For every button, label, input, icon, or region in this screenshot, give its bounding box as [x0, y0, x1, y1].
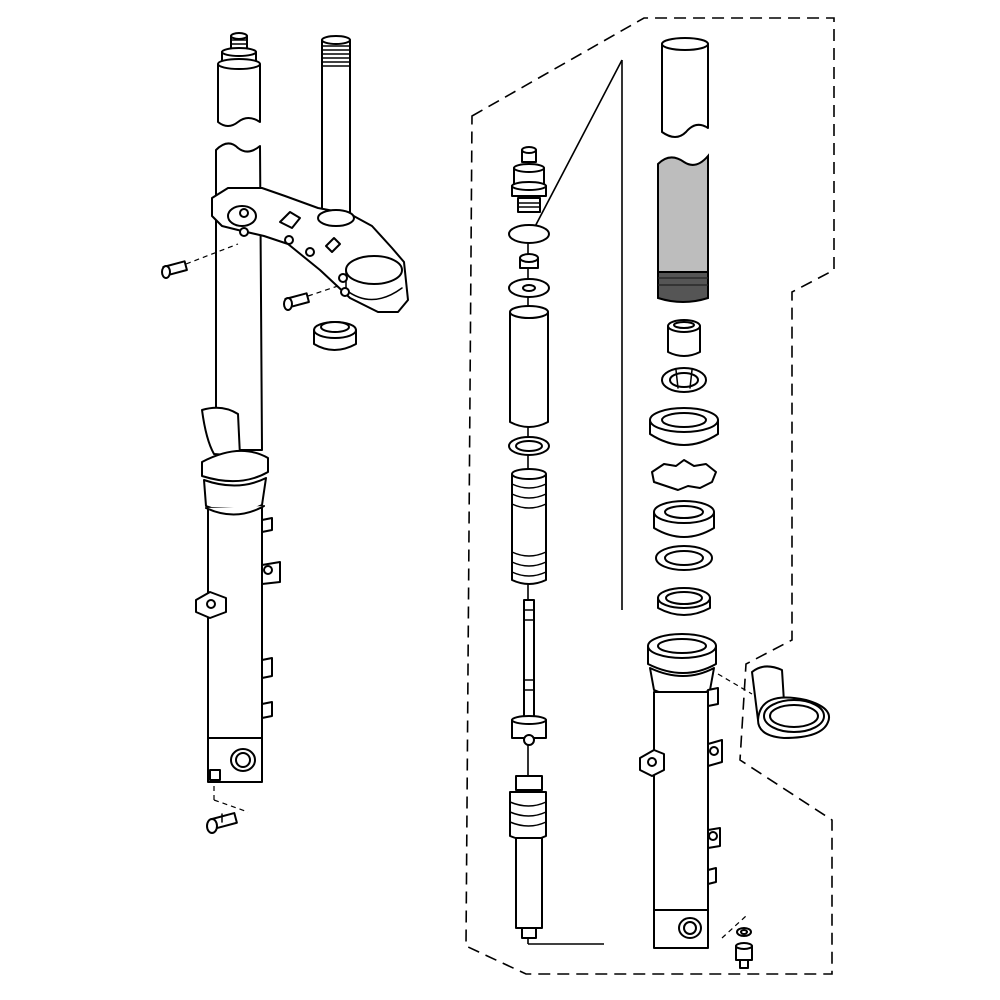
spacer-tube: [509, 305, 549, 428]
upper-tube-segment: [661, 37, 709, 138]
guide-bushing: [657, 587, 711, 616]
damper-rod: [511, 599, 547, 746]
fork-spring: [511, 468, 547, 585]
fork-guard-exploded: [717, 665, 830, 739]
outer-slider-exploded: [639, 633, 723, 949]
cartridge-body: [509, 775, 547, 939]
fork-cap-bolt: [221, 32, 257, 63]
fork-guard: [201, 406, 241, 457]
adjuster-cap: [511, 146, 547, 213]
lower-triple-clamp: [211, 187, 409, 313]
axle-pinch-bolt: [206, 786, 249, 834]
o-ring: [508, 224, 550, 244]
stopper-ring: [651, 459, 717, 491]
seal-washer: [655, 545, 713, 571]
slide-bushing: [667, 319, 701, 357]
retainer-clip: [661, 367, 707, 393]
drain-bolt: [721, 915, 753, 969]
steering-stem: [321, 35, 351, 221]
dust-seal: [649, 407, 719, 446]
assembled-fork: [161, 32, 409, 834]
upper-tube-top-segment: [217, 58, 261, 127]
clamp-bolt-lower: [283, 285, 339, 311]
damper-components: [508, 146, 550, 939]
outer-fork-slider: [195, 449, 281, 783]
inner-fork-tube-lower-section: [657, 153, 709, 303]
washer: [508, 278, 550, 298]
tube-and-seal-components: [639, 37, 830, 969]
lock-nut: [519, 253, 539, 269]
clamp-bolt-upper: [161, 243, 239, 279]
oil-seal: [653, 500, 715, 538]
stem-bearing-cap: [313, 321, 357, 351]
spring-seat: [508, 436, 550, 456]
